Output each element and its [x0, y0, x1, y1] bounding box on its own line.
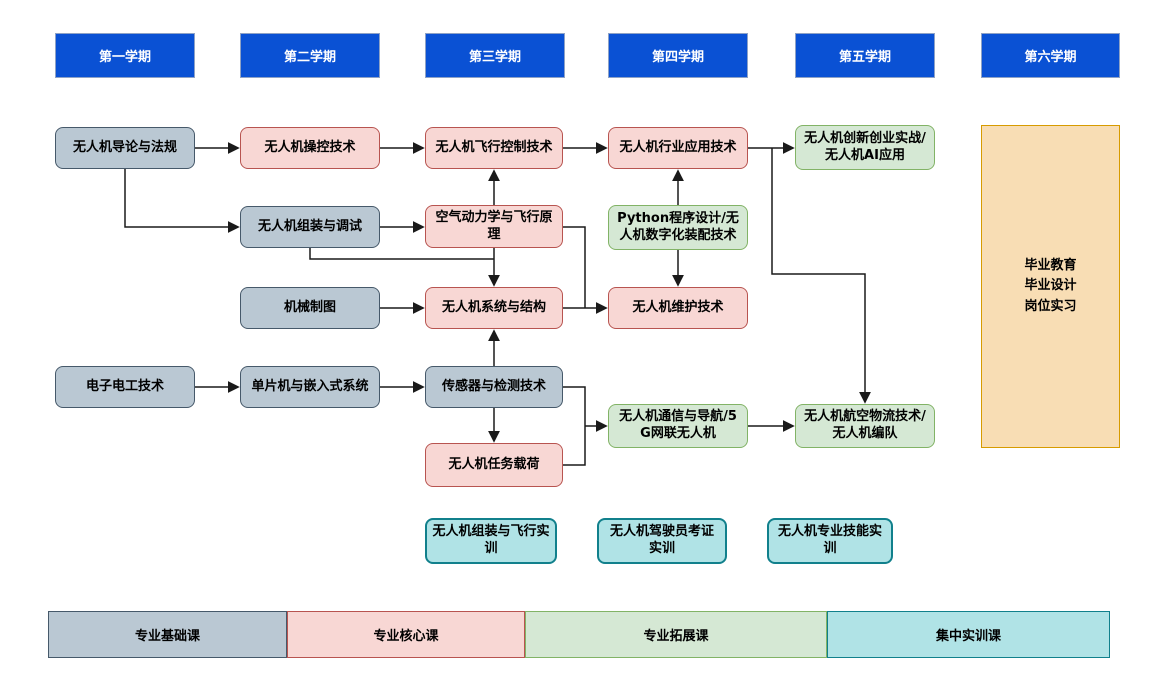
- node-uav-operation-tech: 无人机操控技术: [240, 127, 380, 169]
- edge-assembly-to-system-merge: [309, 248, 494, 260]
- graduation-line-2: 毕业设计: [1024, 278, 1077, 294]
- node-training-pilot-license: 无人机驾驶员考证实训: [597, 518, 727, 564]
- node-graduation-internship: 毕业教育 毕业设计 岗位实习: [981, 125, 1120, 448]
- node-mechanical-drawing: 机械制图: [240, 287, 380, 329]
- semester-1-header: 第一学期: [55, 33, 195, 78]
- node-intro-and-regulations: 无人机导论与法规: [55, 127, 195, 169]
- edge-intro-to-assembly: [124, 169, 240, 233]
- node-innovation-ai: 无人机创新创业实战/无人机AI应用: [795, 125, 935, 170]
- legend-core-courses: 专业核心课: [287, 611, 525, 658]
- legend-extension-courses: 专业拓展课: [525, 611, 827, 658]
- node-python-digital-assembly: Python程序设计/无人机数字化装配技术: [608, 205, 748, 250]
- node-mcu-embedded-systems: 单片机与嵌入式系统: [240, 366, 380, 408]
- legend-basic-courses: 专业基础课: [48, 611, 287, 658]
- edge-sensor-to-comm-route: [563, 386, 586, 426]
- edge-aero-to-maintenance-route: [563, 226, 586, 308]
- node-logistics-swarm: 无人机航空物流技术/无人机编队: [795, 404, 935, 448]
- edge-industry-app-to-logistics: [771, 148, 871, 404]
- graduation-line-1: 毕业教育: [1024, 258, 1077, 274]
- semester-4-header: 第四学期: [608, 33, 748, 78]
- node-flight-control-tech: 无人机飞行控制技术: [425, 127, 563, 169]
- node-training-pro-skills: 无人机专业技能实训: [767, 518, 893, 564]
- semester-2-header: 第二学期: [240, 33, 380, 78]
- legend-training-courses: 集中实训课: [827, 611, 1110, 658]
- node-sensor-detection-tech: 传感器与检测技术: [425, 366, 563, 408]
- node-industry-application: 无人机行业应用技术: [608, 127, 748, 169]
- node-aerodynamics-principles: 空气动力学与飞行原理: [425, 205, 563, 248]
- node-system-and-structure: 无人机系统与结构: [425, 287, 563, 329]
- course-type-legend: 专业基础课 专业核心课 专业拓展课 集中实训课: [48, 611, 1110, 658]
- semester-6-header: 第六学期: [981, 33, 1120, 78]
- node-maintenance-tech: 无人机维护技术: [608, 287, 748, 329]
- edge-payload-to-comm-route: [563, 426, 586, 466]
- node-comm-navigation-5g: 无人机通信与导航/5G网联无人机: [608, 404, 748, 448]
- node-assembly-and-debugging: 无人机组装与调试: [240, 206, 380, 248]
- semester-5-header: 第五学期: [795, 33, 935, 78]
- graduation-line-3: 岗位实习: [1024, 298, 1077, 314]
- semester-3-header: 第三学期: [425, 33, 565, 78]
- node-mission-payload: 无人机任务载荷: [425, 443, 563, 487]
- node-electronics-tech: 电子电工技术: [55, 366, 195, 408]
- node-training-assembly-flight: 无人机组装与飞行实训: [425, 518, 557, 564]
